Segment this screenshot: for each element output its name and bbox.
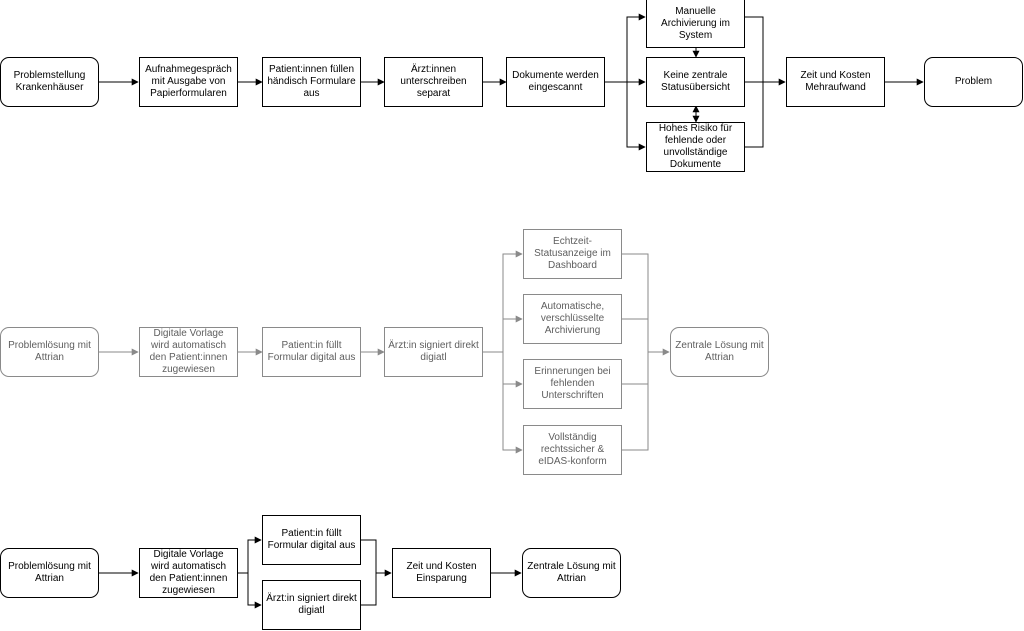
s3-merge-from-arzt [361,573,377,606]
s3-vorlage-node: Digitale Vorlage wird automatisch den Pa… [139,548,238,598]
s2-merge-from-rechts [622,352,649,451]
s2-patient-node: Patient:in füllt Formular digital aus [262,327,361,377]
s3-patient-node: Patient:in füllt Formular digital aus [262,515,361,565]
section1-connectors [99,13,924,151]
s1-kosten-node: Zeit und Kosten Mehraufwand [786,57,885,107]
s1-aufnahme-node: Aufnahmegespräch mit Ausgabe von Papierf… [139,57,238,107]
s1-merge-from-archiv [745,16,786,86]
s2-arzt-node: Ärzt:in signiert direkt digiatl [384,327,483,377]
s2-echtzeit-node: Echtzeit-Statusanzeige im Dashboard [523,229,622,279]
s3-arzt-node: Ärzt:in signiert direkt digiatl [262,580,361,630]
s1-split-to-archiv [605,13,646,83]
s1-end-node: Problem [924,57,1023,107]
s2-split-to-echtzeit [483,250,523,353]
s1-archiv-node: Manuelle Archivierung im System [646,0,745,48]
s1-patient-node: Patient:innen füllen händisch Formulare … [262,57,361,107]
s2-end-node: Zentrale Lösung mit Attrian [670,327,769,377]
s2-merge-from-echtzeit [622,253,649,352]
s3-split-to-arzt [247,573,262,609]
s2-erinnerung-node: Erinnerungen bei fehlenden Unterschrifte… [523,359,622,409]
s1-start-node: Problemstellung Krankenhäuser [0,57,99,107]
s1-scan-node: Dokumente werden eingescannt [506,57,605,107]
s3-merge-from-patient [361,539,392,577]
s2-archiv-node: Automatische, verschlüsselte Archivierun… [523,294,622,344]
s2-vorlage-node: Digitale Vorlage wird automatisch den Pa… [139,327,238,377]
s3-split-to-patient [238,536,262,574]
s1-merge-from-risiko [745,82,764,148]
s1-risiko-node: Hohes Risiko für fehlende oder unvollstä… [646,122,745,172]
s1-arzt-node: Ärzt:innen unterschreiben separat [384,57,483,107]
section3-connectors [99,536,522,609]
s2-rechts-node: Vollständig rechtssicher & eIDAS-konform [523,425,622,475]
section2-connectors [99,250,670,454]
s2-split-to-rechts [502,352,523,454]
s3-end-node: Zentrale Lösung mit Attrian [522,548,621,598]
s3-start-node: Problemlösung mit Attrian [0,548,99,598]
s3-einsparung-node: Zeit und Kosten Einsparung [392,548,491,598]
s2-start-node: Problemlösung mit Attrian [0,327,99,377]
s1-split-to-risiko [605,81,646,151]
s1-status-node: Keine zentrale Statusübersicht [646,57,745,107]
